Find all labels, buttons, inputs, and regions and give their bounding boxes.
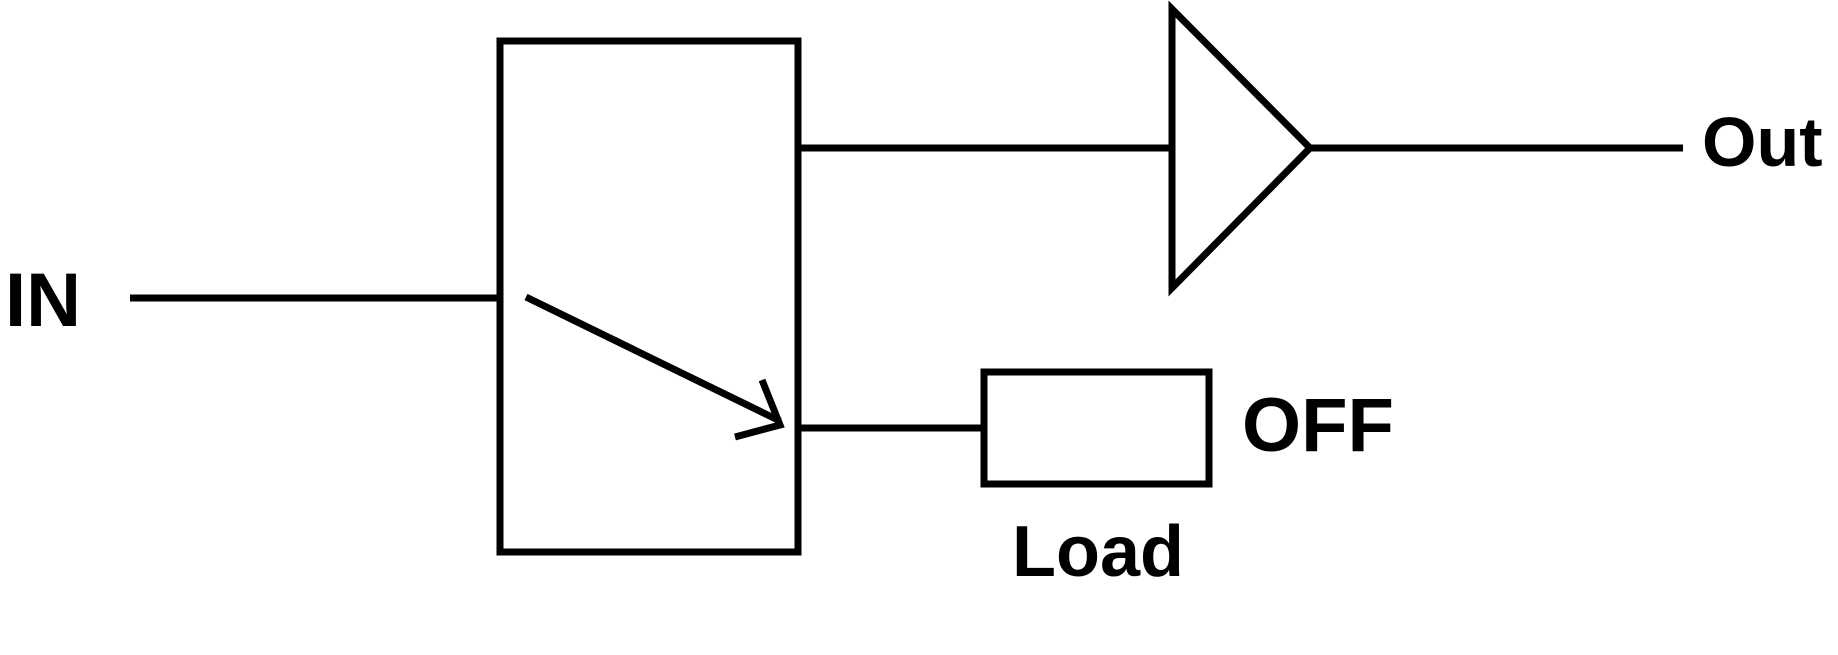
buffer-triangle (1168, 0, 1315, 297)
input-label: IN (5, 258, 81, 343)
load-label: Load (1012, 512, 1184, 592)
switch-lever-arrow (524, 293, 785, 441)
state-label: OFF (1242, 383, 1394, 468)
switch-block (496, 37, 802, 556)
load-box (980, 368, 1213, 488)
output-label: Out (1702, 103, 1823, 181)
